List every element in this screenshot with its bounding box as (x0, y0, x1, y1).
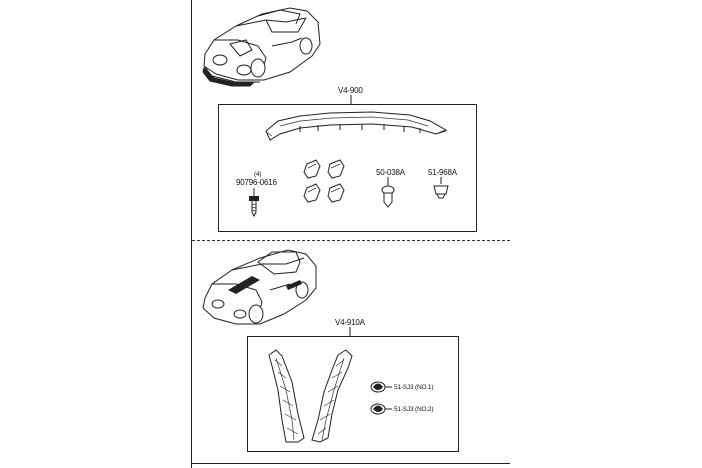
left-border-line (191, 0, 192, 468)
section-divider (192, 240, 510, 241)
part-quantity: (4) (254, 171, 262, 178)
parts-box-2 (247, 336, 459, 452)
kit-code-label: V4-900 (338, 86, 363, 95)
part-number-label: 51-SJ3 (NO.1) (394, 384, 434, 391)
car-body-1 (202, 7, 321, 87)
bottom-border-line (192, 463, 510, 464)
part-number-label: 51-SJ3 (NO.2) (394, 406, 434, 413)
kit-code-label: V4-910A (335, 318, 365, 327)
part-number-label: 90796-0616 (236, 178, 277, 187)
part-number-label: 50-038A (376, 168, 405, 177)
part-number-label: 51-968A (428, 168, 457, 177)
car-body-2 (202, 249, 317, 325)
